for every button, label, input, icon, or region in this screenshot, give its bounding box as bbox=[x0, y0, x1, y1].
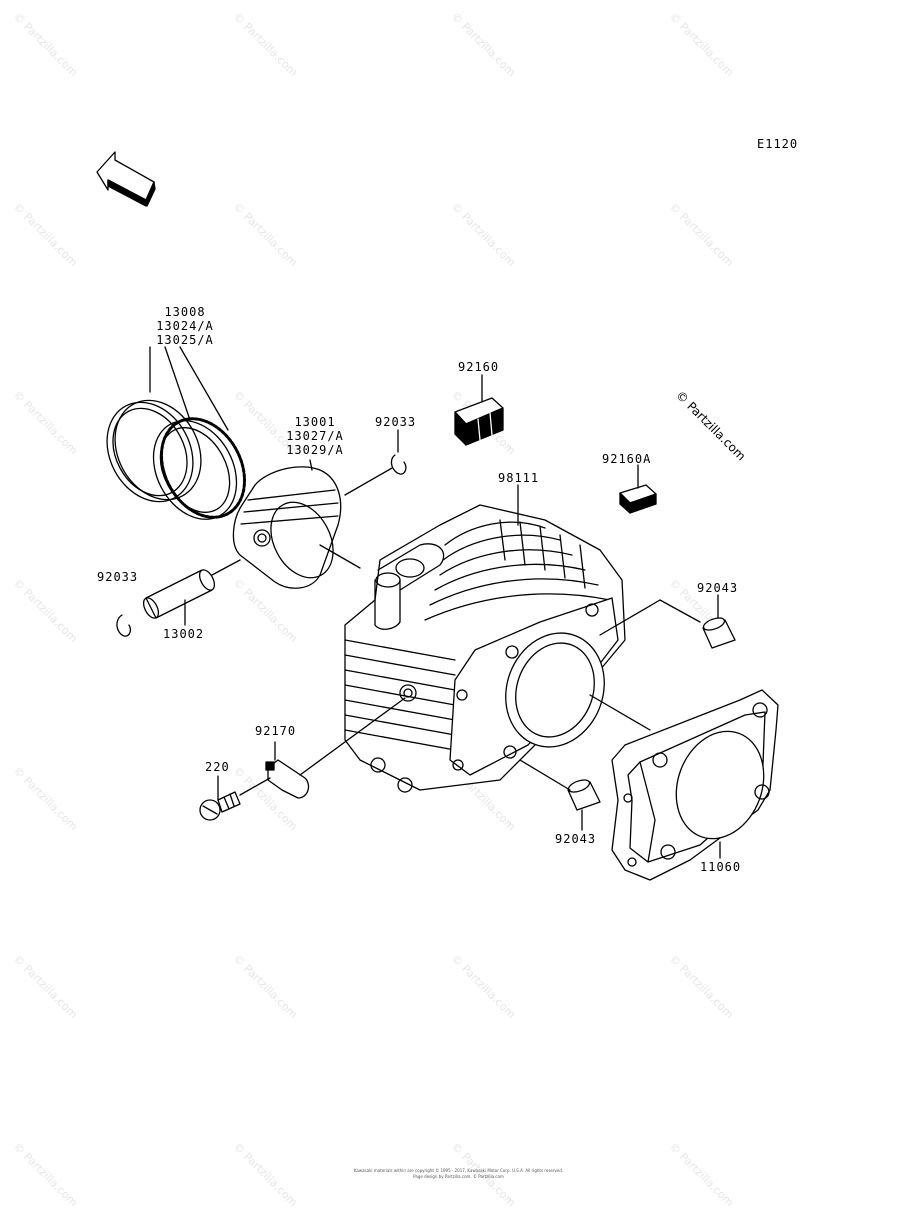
piston-pin-icon bbox=[142, 569, 216, 619]
base-gasket-icon bbox=[611, 689, 779, 881]
clamp-icon bbox=[265, 759, 310, 799]
dowel-bottom-label: 92043 bbox=[555, 832, 597, 846]
dowel-pin-bottom-icon bbox=[567, 779, 601, 811]
bolt-icon bbox=[199, 791, 241, 821]
diagram-code: E1120 bbox=[757, 137, 799, 151]
footer: Kawasaki materials within are copyright … bbox=[0, 1168, 917, 1180]
bolt-label: 220 bbox=[205, 760, 230, 774]
damper-rubber-icon bbox=[454, 397, 504, 446]
rings-part-2: 13024/A bbox=[156, 319, 214, 333]
cylinder-block-icon bbox=[344, 504, 626, 793]
damper-label: 92160 bbox=[458, 360, 500, 374]
front-arrow-icon bbox=[96, 151, 156, 207]
piston-part-3: 13029/A bbox=[286, 443, 344, 457]
piston-label: 13001 13027/A 13029/A bbox=[270, 415, 360, 457]
dowel-pin-icon bbox=[702, 617, 736, 649]
expander-ring-icon bbox=[152, 417, 246, 520]
footer-line-1: Kawasaki materials within are copyright … bbox=[353, 1168, 564, 1173]
rings-part-3: 13025/A bbox=[156, 333, 214, 347]
footer-line-2: Page design by Partzilla.com. © Partzill… bbox=[413, 1174, 504, 1179]
circlip-icon bbox=[390, 454, 407, 475]
rings-part-1: 13008 bbox=[164, 305, 206, 319]
clamp-label: 92170 bbox=[255, 724, 297, 738]
pin-label: 13002 bbox=[163, 627, 205, 641]
damper-a-icon bbox=[619, 484, 657, 514]
gasket-label: 11060 bbox=[700, 860, 742, 874]
piston-icon bbox=[232, 466, 342, 589]
dowel-top-label: 92043 bbox=[697, 581, 739, 595]
cylinder-label: 98111 bbox=[498, 471, 540, 485]
clip-right-label: 92033 bbox=[375, 415, 417, 429]
piston-part-1: 13001 bbox=[294, 415, 336, 429]
piston-ring-icon bbox=[106, 399, 202, 503]
piston-part-2: 13027/A bbox=[286, 429, 344, 443]
rings-label: 13008 13024/A 13025/A bbox=[140, 305, 230, 347]
clip-left-label: 92033 bbox=[97, 570, 139, 584]
damper-a-label: 92160A bbox=[602, 452, 652, 466]
circlip-left-icon bbox=[116, 614, 131, 637]
